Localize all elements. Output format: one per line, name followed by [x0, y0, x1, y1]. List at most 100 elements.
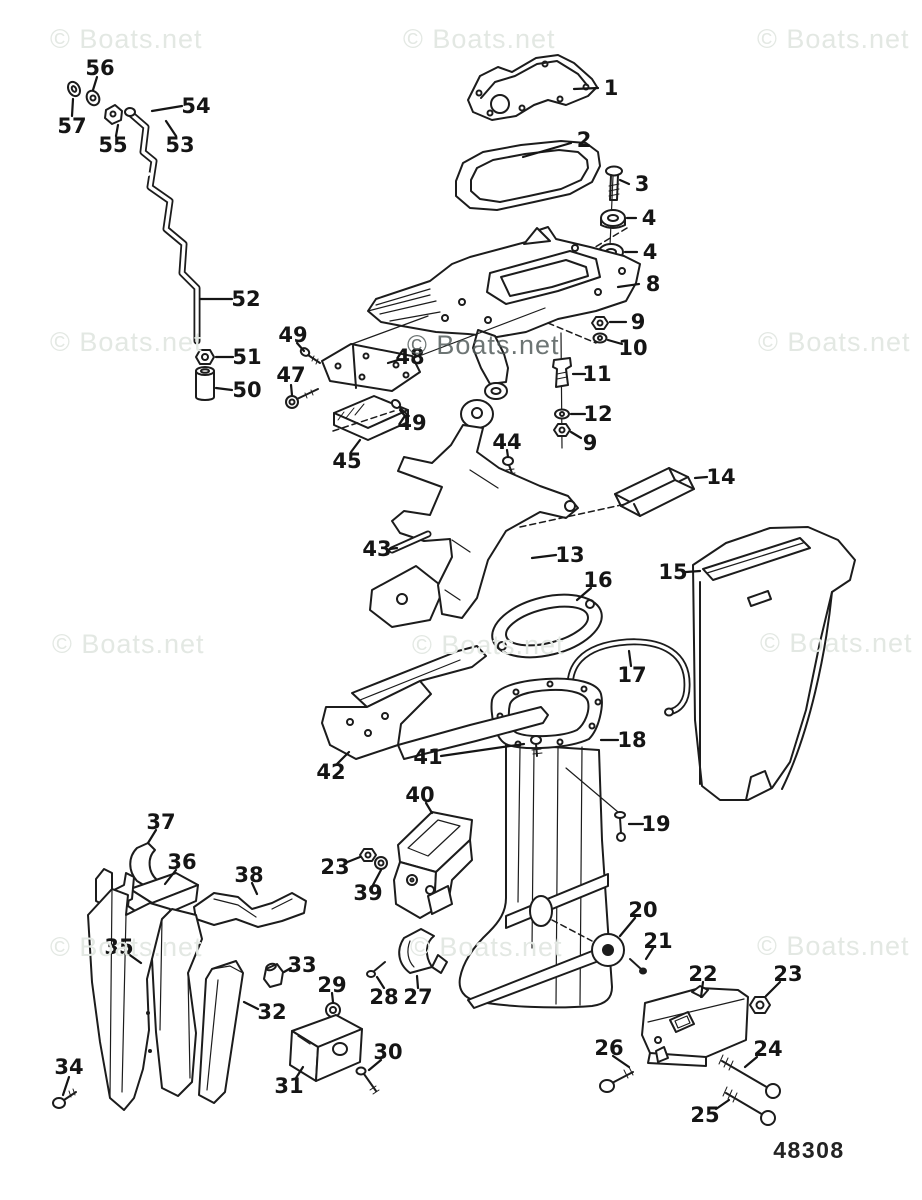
callout-label-34: 34 — [54, 1055, 83, 1079]
part-33-plug — [263, 962, 284, 988]
part-16-gasket — [491, 593, 603, 659]
part-1-top-plate — [467, 54, 598, 121]
part-18-driveshaft-housing — [458, 677, 619, 1009]
callout-leader-48 — [386, 358, 400, 365]
part-45-leaf-plate — [333, 395, 409, 441]
callout-leader-20 — [618, 916, 637, 938]
callout-label-45: 45 — [332, 449, 361, 473]
callout-label-28: 28 — [369, 985, 398, 1009]
part-49-screw-lower — [332, 399, 410, 432]
callout-leader-22 — [699, 980, 705, 999]
callout-label-18: 18 — [617, 728, 646, 752]
callout-leader-42 — [335, 750, 351, 766]
callout-label-11: 11 — [582, 362, 611, 386]
part-48-plate — [321, 307, 546, 392]
callout-label-2: 2 — [577, 128, 592, 152]
callout-leader-55 — [114, 123, 120, 138]
callout-leader-35 — [125, 951, 143, 965]
callout-label-16: 16 — [583, 568, 612, 592]
callout-label-37: 37 — [146, 810, 175, 834]
callout-leader-56 — [91, 75, 99, 92]
callout-leader-24 — [743, 1055, 759, 1069]
callout-leader-44 — [505, 448, 510, 459]
callout-label-29: 29 — [317, 973, 346, 997]
callout-label-50: 50 — [232, 378, 261, 402]
callout-label-43: 43 — [362, 537, 391, 561]
callout-label-9: 9 — [631, 310, 646, 334]
callout-leader-16 — [575, 586, 593, 602]
callout-label-8: 8 — [646, 272, 661, 296]
callout-leader-21 — [644, 946, 655, 961]
alignment-dash-13-14 — [519, 496, 659, 528]
callout-leader-30 — [367, 1058, 383, 1072]
watermark-text: © Boats.net — [760, 628, 912, 658]
callout-leader-29 — [330, 991, 335, 1004]
watermark-text: © Boats.net — [410, 932, 562, 962]
part-15-side-cover — [692, 526, 856, 801]
callout-label-51: 51 — [232, 345, 261, 369]
callout-label-48: 48 — [395, 345, 424, 369]
callout-leader-28 — [375, 975, 386, 990]
callout-leader-23 — [343, 855, 362, 865]
callout-leader-49 — [295, 341, 306, 353]
part-10-washer — [592, 332, 608, 344]
callout-label-49: 49 — [397, 411, 426, 435]
callout-label-1: 1 — [604, 76, 619, 100]
callout-label-21: 21 — [643, 929, 672, 953]
callout-label-47: 47 — [276, 363, 305, 387]
callout-label-55: 55 — [98, 133, 127, 157]
callout-leader-32 — [242, 1000, 260, 1011]
callout-label-36: 36 — [167, 850, 196, 874]
part-40-rubber-mount — [393, 811, 473, 919]
callout-leader-9 — [569, 430, 583, 440]
part-31-block — [289, 1014, 363, 1082]
part-26-bolt — [599, 1066, 634, 1093]
watermark-layer: © Boats.net © Boats.net © Boats.net © Boats… — [50, 24, 912, 962]
watermark-text: © Boats.net — [50, 932, 202, 962]
callout-label-22: 22 — [688, 962, 717, 986]
callout-leader-3 — [618, 178, 631, 186]
callout-label-14: 14 — [706, 465, 735, 489]
part-43-pin — [388, 530, 432, 554]
callout-leader-23 — [764, 980, 782, 998]
parts-layer — [52, 54, 856, 1126]
part-50-bushing — [195, 366, 215, 401]
callout-leader-27 — [415, 974, 420, 990]
callout-label-31: 31 — [274, 1074, 303, 1098]
callout-leader-34 — [61, 1075, 71, 1097]
callout-label-32: 32 — [257, 1000, 286, 1024]
callout-label-56: 56 — [85, 56, 114, 80]
part-56-washer — [85, 89, 101, 107]
callout-label-24: 24 — [753, 1037, 782, 1061]
part-51-nut — [195, 349, 215, 365]
callout-label-33: 33 — [287, 953, 316, 977]
callout-leader-40 — [424, 801, 434, 815]
callout-label-19: 19 — [641, 812, 670, 836]
watermark-text: © Boats.net — [757, 931, 909, 961]
callout-leader-10 — [606, 338, 624, 346]
part-9-nut-upper — [591, 316, 609, 330]
callout-leader-1 — [572, 86, 600, 91]
part-55-nut — [104, 104, 123, 125]
watermark-text: © Boats.net — [412, 630, 564, 660]
callout-label-53: 53 — [165, 133, 194, 157]
callout-label-10: 10 — [618, 336, 647, 360]
callout-leader-14 — [693, 475, 709, 480]
callout-leader-47 — [289, 383, 294, 397]
callout-label-4: 4 — [642, 206, 657, 230]
callout-label-3: 3 — [635, 172, 650, 196]
watermark-text: © Boats.net — [50, 24, 202, 54]
callout-leader-43 — [388, 546, 399, 551]
part-39-washer — [374, 856, 388, 870]
part-28-screw — [366, 961, 386, 978]
callout-leader-33 — [282, 966, 293, 974]
callout-leader-8 — [616, 282, 641, 289]
callout-leader-50 — [214, 386, 234, 392]
watermark-text: © Boats.net — [757, 24, 909, 54]
callout-leader-54 — [150, 104, 184, 113]
callout-label-57: 57 — [57, 114, 86, 138]
part-9-nut-lower — [553, 423, 571, 437]
part-30-screw — [355, 1066, 380, 1095]
